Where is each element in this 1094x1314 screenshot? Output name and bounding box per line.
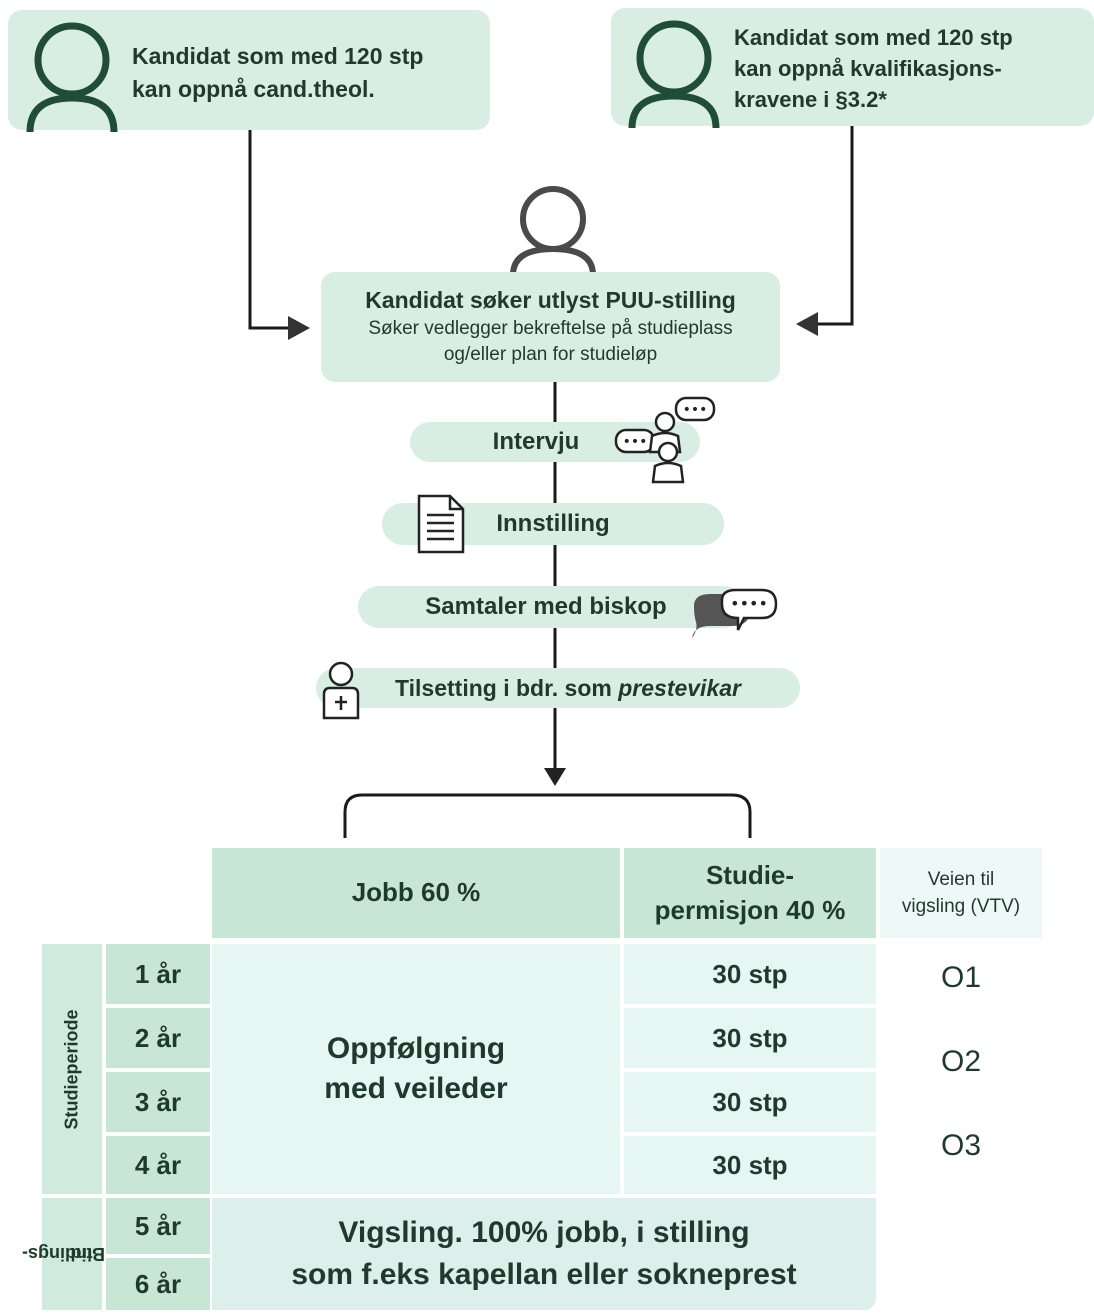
- year-cell: 1 år: [106, 944, 210, 1004]
- year-label: 4 år: [134, 1149, 182, 1180]
- year-cell: 6 år: [106, 1258, 210, 1310]
- apply-sub1: Søker vedlegger bekreftelse på studiepla…: [368, 318, 733, 339]
- header-vtv: Veien til vigsling (VTV): [880, 848, 1042, 938]
- apply-sub2: og/eller plan for studieløp: [443, 344, 658, 365]
- stp-label: 30 stp: [712, 1086, 788, 1117]
- svg-text:•••: •••: [623, 434, 648, 450]
- candidate-qualification-line2: kan oppnå kvalifikasjons-: [734, 56, 1002, 81]
- priest-icon: [322, 661, 360, 720]
- stp-cell: 30 stp: [624, 944, 876, 1004]
- bishop-label: Samtaler med biskop: [425, 593, 667, 620]
- year-label: 5 år: [134, 1210, 182, 1241]
- stp-cell: 30 stp: [624, 1008, 876, 1068]
- stp-cell: 30 stp: [624, 1072, 876, 1132]
- followup-cell: Oppfølgning med veileder: [212, 944, 620, 1194]
- apply-text: Kandidat søker utlyst PUU-stilling Søker…: [321, 284, 780, 368]
- stp-cell: 30 stp: [624, 1136, 876, 1194]
- bishop-step: Samtaler med biskop: [358, 586, 744, 628]
- person-icon: [628, 20, 720, 129]
- year-label: 2 år: [134, 1022, 182, 1053]
- interview-label: Intervju: [492, 428, 580, 455]
- interview-icon: ••• •••: [614, 396, 716, 484]
- year-cell: 4 år: [106, 1136, 210, 1194]
- apply-title: Kandidat søker utlyst PUU-stilling: [365, 287, 736, 313]
- vtv-o2: O2: [880, 1032, 1042, 1092]
- person-icon: [26, 22, 118, 133]
- vtv-label: O3: [940, 1129, 982, 1162]
- candidate-theol-line1: Kandidat som med 120 stp: [132, 43, 424, 69]
- ordination-line2: som f.eks kapellan eller sokneprest: [291, 1258, 797, 1291]
- document-icon: [417, 494, 465, 554]
- svg-text:•••: •••: [683, 402, 708, 418]
- header-vtv-line1: Veien til: [927, 869, 995, 890]
- hiring-label-emphasis: prestevikar: [618, 674, 741, 701]
- header-job-label: Jobb 60 %: [351, 877, 481, 908]
- side-binding-time: Bindings- tid: [22, 1198, 105, 1310]
- speech-bubble-icon: ••••: [692, 588, 778, 638]
- year-label: 3 år: [134, 1086, 182, 1117]
- stp-label: 30 stp: [712, 1022, 788, 1053]
- header-vtv-line2: vigsling (VTV): [901, 896, 1021, 917]
- followup-line2: med veileder: [324, 1072, 508, 1105]
- header-job: Jobb 60 %: [212, 848, 620, 938]
- apply-box: [321, 272, 780, 382]
- header-study-line2: permisjon 40 %: [654, 895, 846, 925]
- person-icon: [510, 186, 596, 275]
- vtv-o3: O3: [880, 1116, 1042, 1176]
- stp-label: 30 stp: [712, 1149, 788, 1180]
- year-cell: 5 år: [106, 1198, 210, 1254]
- side-study-period-label: Studieperiode: [61, 1008, 82, 1130]
- header-study-leave: Studie- permisjon 40 %: [624, 848, 876, 938]
- year-cell: 3 år: [106, 1072, 210, 1132]
- nomination-label: Innstilling: [496, 510, 610, 537]
- header-study-line1: Studie-: [705, 859, 795, 890]
- year-label: 6 år: [134, 1268, 182, 1299]
- vtv-label: O1: [940, 961, 982, 994]
- ordination-cell: Vigsling. 100% jobb, i stilling som f.ek…: [212, 1198, 876, 1310]
- vtv-label: O2: [940, 1045, 982, 1078]
- candidate-qualification-line1: Kandidat som med 120 stp: [734, 25, 1013, 50]
- candidate-qualification-line3: kravene i §3.2*: [734, 87, 887, 112]
- followup-line1: Oppfølgning: [326, 1032, 506, 1065]
- vtv-o1: O1: [880, 948, 1042, 1008]
- ordination-line1: Vigsling. 100% jobb, i stilling: [338, 1216, 750, 1249]
- svg-text:••••: ••••: [730, 594, 768, 613]
- candidate-qualification-text: Kandidat som med 120 stp kan oppnå kvali…: [734, 22, 1013, 115]
- hiring-label: Tilsetting i bdr. som: [395, 674, 612, 701]
- candidate-theol-text: Kandidat som med 120 stp kan oppnå cand.…: [132, 40, 423, 106]
- hiring-step: Tilsetting i bdr. som prestevikar: [316, 668, 800, 708]
- year-label: 1 år: [134, 958, 182, 989]
- arrow-icon: [544, 768, 566, 786]
- interview-step: Intervju: [410, 422, 700, 462]
- side-study-period: Studieperiode: [42, 944, 102, 1194]
- candidate-theol-line2: kan oppnå cand.theol.: [132, 76, 375, 102]
- year-cell: 2 år: [106, 1008, 210, 1068]
- stp-label: 30 stp: [712, 958, 788, 989]
